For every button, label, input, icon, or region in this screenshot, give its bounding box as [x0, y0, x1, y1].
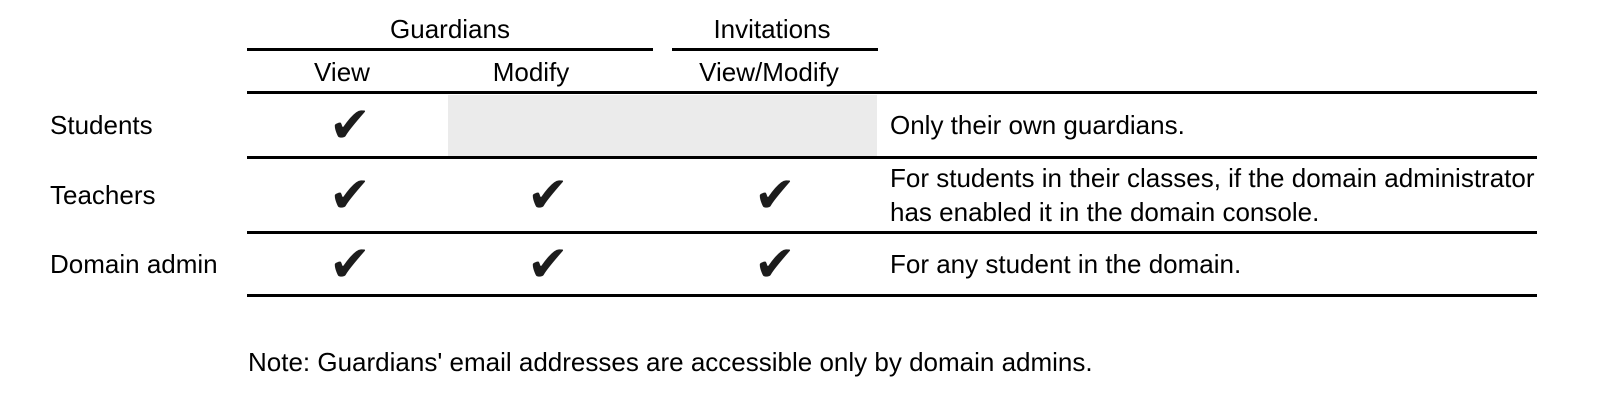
check-cell-students-view: ✔	[329, 96, 371, 154]
check-cell-domain-admin-view-modify: ✔	[754, 235, 796, 293]
row-label-students: Students	[50, 109, 153, 140]
row-note-domain-admin: For any student in the domain.	[890, 249, 1242, 279]
row-label-domain-admin: Domain admin	[50, 248, 218, 279]
table-rule-header-bottom	[247, 91, 1537, 94]
column-header-modify: Modify	[492, 57, 570, 87]
column-header-view-modify: View/Modify	[699, 57, 839, 87]
check-cell-teachers-view: ✔	[329, 166, 371, 224]
table-rule-teachers-bottom	[247, 231, 1537, 234]
table-rule-domain-admin-bottom	[247, 294, 1537, 297]
column-group-guardians: Guardians	[390, 14, 510, 44]
row-note-students: Only their own guardians.	[890, 110, 1185, 140]
table-row-domain-admin: Domain admin ✔ ✔ ✔ For any student in th…	[0, 234, 1600, 294]
check-cell-domain-admin-view: ✔	[329, 235, 371, 293]
row-note-teachers: For students in their classes, if the do…	[890, 163, 1535, 227]
column-header-view: View	[314, 57, 370, 87]
footnote: Note: Guardians' email addresses are acc…	[248, 347, 1093, 377]
table-rule-students-bottom	[247, 156, 1537, 159]
invitations-underline	[672, 48, 878, 51]
check-cell-teachers-view-modify: ✔	[754, 166, 796, 224]
disabled-cells-shading	[448, 95, 877, 156]
row-label-teachers: Teachers	[50, 179, 156, 210]
check-cell-domain-admin-modify: ✔	[527, 235, 569, 293]
guardians-underline	[247, 48, 653, 51]
table-row-students: Students ✔ Only their own guardians.	[0, 94, 1600, 156]
check-cell-teachers-modify: ✔	[527, 166, 569, 224]
check-cell-students-view-modify	[725, 94, 825, 156]
column-group-invitations: Invitations	[713, 14, 831, 44]
table-row-teachers: Teachers ✔ ✔ ✔ For students in their cla…	[0, 159, 1600, 231]
check-cell-students-modify	[498, 94, 598, 156]
